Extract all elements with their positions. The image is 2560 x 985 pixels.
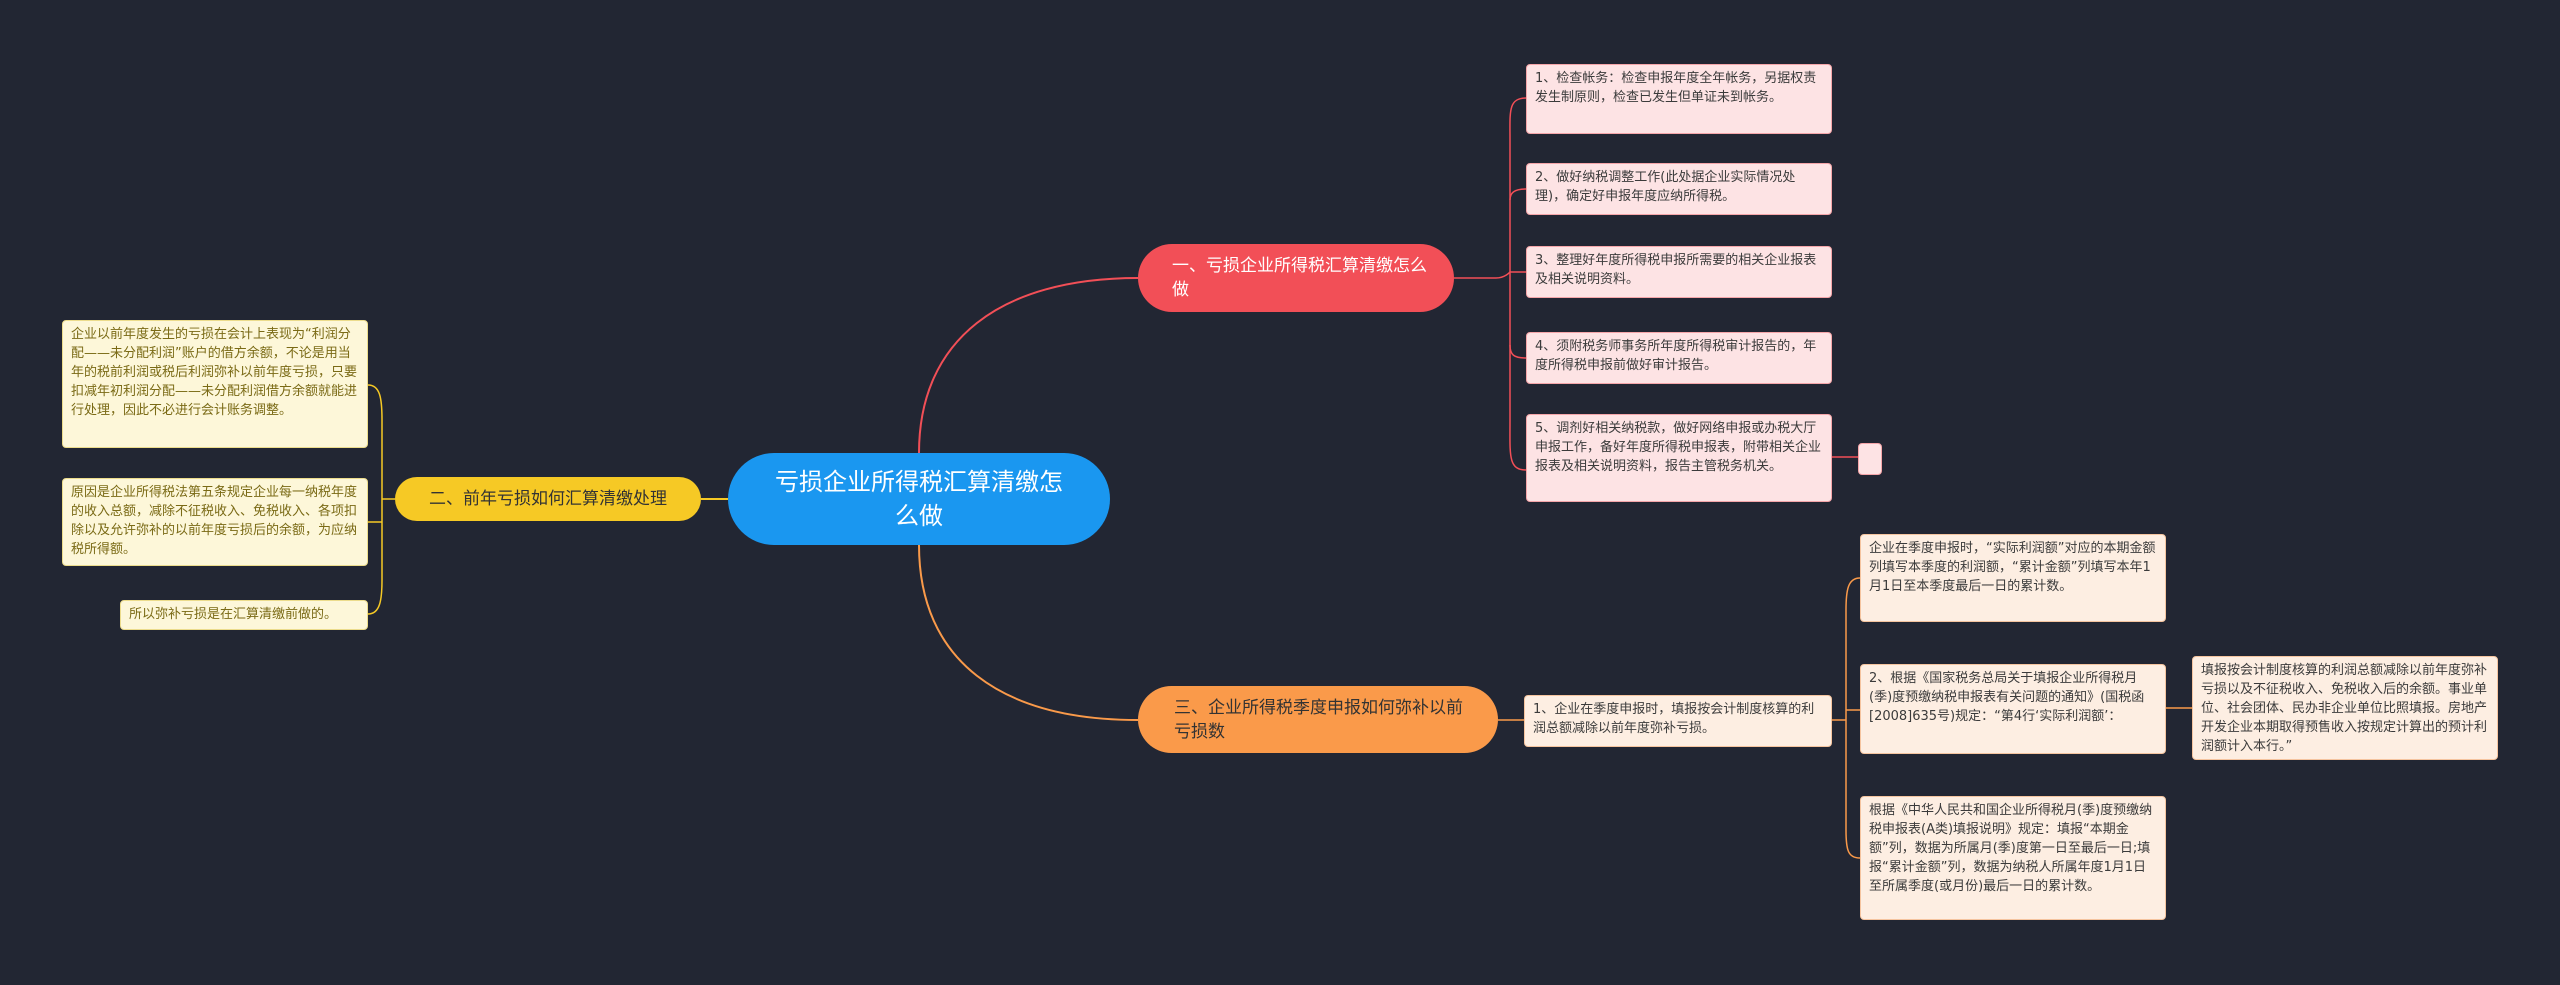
b3-sub-item-3[interactable]: 根据《中华人民共和国企业所得税月(季)度预缴纳税申报表(A类)填报说明》规定：填… bbox=[1860, 796, 2166, 920]
link-b1-item1 bbox=[1509, 97, 1527, 471]
link-root-branch3 bbox=[918, 544, 1139, 721]
b1-item-5-empty-child[interactable] bbox=[1858, 443, 1882, 475]
branch-how-to-settle[interactable]: 一、亏损企业所得税汇算清缴怎么做 bbox=[1138, 244, 1454, 312]
b2-item-3[interactable]: 所以弥补亏损是在汇算清缴前做的。 bbox=[120, 600, 368, 630]
b2-item-2[interactable]: 原因是企业所得税法第五条规定企业每一纳税年度的收入总额，减除不征税收入、免税收入… bbox=[62, 478, 368, 566]
b3-sub-item-2[interactable]: 2、根据《国家税务总局关于填报企业所得税月(季)度预缴纳税申报表有关问题的通知》… bbox=[1860, 664, 2166, 754]
link-b1-item4 bbox=[1509, 344, 1527, 359]
b3-item-1[interactable]: 1、企业在季度申报时，填报按会计制度核算的利润总额减除以前年度弥补亏损。 bbox=[1524, 695, 1832, 747]
b1-item-3[interactable]: 3、整理好年度所得税申报所需要的相关企业报表及相关说明资料。 bbox=[1526, 246, 1832, 298]
branch-prior-year-loss[interactable]: 二、前年亏损如何汇算清缴处理 bbox=[395, 477, 701, 521]
branch-quarterly-report[interactable]: 三、企业所得税季度申报如何弥补以前亏损数 bbox=[1138, 686, 1498, 753]
link-b2-item1 bbox=[367, 384, 383, 615]
b1-item-5[interactable]: 5、调剂好相关纳税款，做好网络申报或办税大厅申报工作，备好年度所得税申报表，附带… bbox=[1526, 414, 1832, 502]
b1-item-1[interactable]: 1、检查帐务：检查申报年度全年帐务，另据权责发生制原则，检查已发生但单证未到帐务… bbox=[1526, 64, 1832, 134]
link-b1-item3 bbox=[1495, 271, 1526, 279]
b2-item-1[interactable]: 企业以前年度发生的亏损在会计上表现为“利润分配——未分配利润”账户的借方余额，不… bbox=[62, 320, 368, 448]
b1-item-4[interactable]: 4、须附税务师事务所年度所得税审计报告的，年度所得税申报前做好审计报告。 bbox=[1526, 332, 1832, 384]
b3-sub-item-2-child[interactable]: 填报按会计制度核算的利润总额减除以前年度弥补亏损以及不征税收入、免税收入后的余额… bbox=[2192, 656, 2498, 760]
link-b1-item2 bbox=[1509, 188, 1527, 201]
b3-sub-item-1[interactable]: 企业在季度申报时，“实际利润额”对应的本期金额列填写本季度的利润额，“累计金额”… bbox=[1860, 534, 2166, 622]
link-root-branch1 bbox=[918, 277, 1139, 454]
b1-item-2[interactable]: 2、做好纳税调整工作(此处据企业实际情况处理)，确定好申报年度应纳所得税。 bbox=[1526, 163, 1832, 215]
link-b3-sub1 bbox=[1845, 577, 1861, 859]
root-topic[interactable]: 亏损企业所得税汇算清缴怎么做 bbox=[728, 453, 1110, 545]
